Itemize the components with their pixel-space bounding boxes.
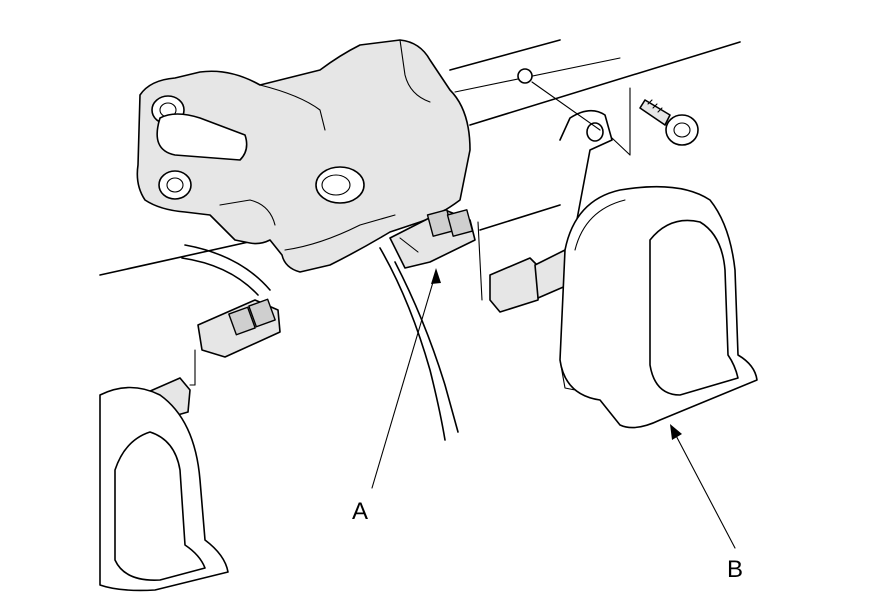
connector-left-upper xyxy=(194,298,281,386)
callout-a-label: A xyxy=(352,498,369,525)
connector-b xyxy=(489,249,569,313)
mount-bracket xyxy=(136,39,471,273)
horn-left xyxy=(99,386,229,592)
bolt-icon xyxy=(639,99,699,146)
leader-a xyxy=(371,268,441,489)
horn-b xyxy=(559,109,758,429)
connector-a xyxy=(389,209,483,301)
leader-b xyxy=(670,424,736,549)
mount-hole xyxy=(517,68,631,156)
wire-harness xyxy=(181,244,459,441)
callout-b-label: B xyxy=(727,556,744,583)
